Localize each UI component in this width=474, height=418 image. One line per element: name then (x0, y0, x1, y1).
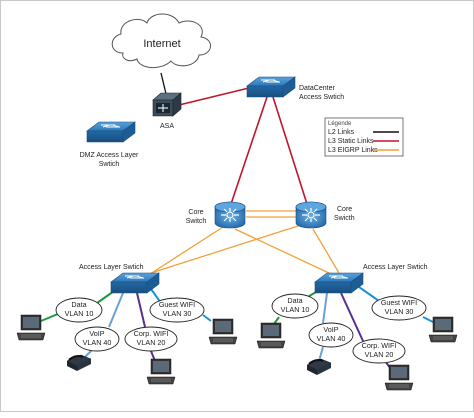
core-switch-right (295, 201, 327, 229)
vlan-left-data: Data VLAN 10 (55, 297, 103, 323)
link-core-left-access-right (234, 228, 332, 275)
datacenter-label-line2: Access Swtich (299, 94, 344, 101)
asa-label: ASA (160, 123, 174, 130)
access-left-label: Access Layer Swtich (79, 264, 144, 271)
pc-icon (146, 358, 176, 385)
dmz-label-line1: DMZ Access Layer (80, 152, 139, 159)
phone-icon (306, 358, 332, 376)
datacenter-label-line1: DataCenter (299, 85, 335, 92)
vlan-name: Data (71, 300, 86, 309)
link-core-left-access-left (146, 226, 224, 277)
vlan-id: VLAN 30 (163, 309, 192, 318)
core-left-label-line2: Switch (186, 218, 207, 225)
dmz-label-line2: Swtich (99, 161, 120, 168)
link-core-right-access-right (312, 228, 340, 274)
link-datacenter-core-right (272, 96, 308, 205)
vlan-id: VLAN 10 (65, 309, 94, 318)
link-right-corp (340, 292, 364, 342)
vlan-left-guest: Guest WIFI VLAN 30 (149, 297, 205, 323)
link-core-right-access-left (150, 224, 302, 274)
link-asa-datacenter (178, 86, 254, 106)
access-right-label: Access Layer Swtich (363, 264, 428, 271)
vlan-id: VLAN 40 (317, 334, 346, 343)
dmz-switch (86, 121, 136, 143)
vlan-name: Data (287, 296, 302, 305)
access-switch-right (314, 272, 364, 294)
core-right-label-line2: Swicth (334, 215, 355, 222)
legend-item-l3-eigrp: L3 EIGRP Links (328, 147, 378, 154)
pc-icon (16, 314, 46, 341)
vlan-left-voip: VoIP VLAN 40 (74, 326, 120, 352)
link-left-voip (108, 292, 124, 328)
vlan-name: VoIP (323, 325, 338, 334)
link-right-guest (358, 286, 380, 302)
vlan-right-guest: Guest WIFI VLAN 30 (371, 295, 427, 321)
vlan-name: VoIP (89, 329, 104, 338)
vlan-id: VLAN 20 (365, 350, 394, 359)
phone-icon (66, 354, 92, 372)
vlan-name: Corp. WIFI (134, 329, 169, 338)
vlan-name: Guest WIFI (159, 300, 195, 309)
pc-icon (208, 318, 238, 345)
vlan-right-corp: Corp. WIFI VLAN 20 (352, 338, 406, 364)
datacenter-switch (246, 76, 296, 98)
core-right-label-line1: Core (337, 206, 352, 213)
pc-icon (428, 316, 458, 343)
legend-item-l2: L2 Links (328, 129, 355, 136)
legend-box: Légende L2 Links L3 Static Links L3 EIGR… (324, 117, 404, 157)
vlan-right-data: Data VLAN 10 (271, 293, 319, 319)
internet-cloud: Internet (111, 13, 211, 68)
core-switch-left (214, 201, 246, 229)
vlan-right-voip: VoIP VLAN 40 (308, 322, 354, 348)
vlan-id: VLAN 30 (385, 307, 414, 316)
vlan-name: Corp. WIFI (362, 341, 397, 350)
vlan-left-corp: Corp. WIFI VLAN 20 (124, 326, 178, 352)
link-left-corp (136, 292, 146, 328)
legend-item-l3-static: L3 Static Links (328, 138, 374, 145)
vlan-id: VLAN 10 (281, 305, 310, 314)
asa-firewall (152, 92, 182, 117)
pc-icon (256, 322, 286, 349)
core-left-label-line1: Core (188, 209, 203, 216)
vlan-name: Guest WIFI (381, 298, 417, 307)
pc-icon (384, 364, 414, 391)
link-datacenter-core-left (230, 96, 268, 205)
internet-label: Internet (143, 38, 180, 50)
legend-title: Légende (328, 121, 352, 127)
link-right-phone-voip (318, 346, 324, 362)
link-left-pc-guest (202, 314, 212, 322)
vlan-id: VLAN 40 (83, 338, 112, 347)
vlan-id: VLAN 20 (137, 338, 166, 347)
link-right-voip (322, 292, 328, 324)
